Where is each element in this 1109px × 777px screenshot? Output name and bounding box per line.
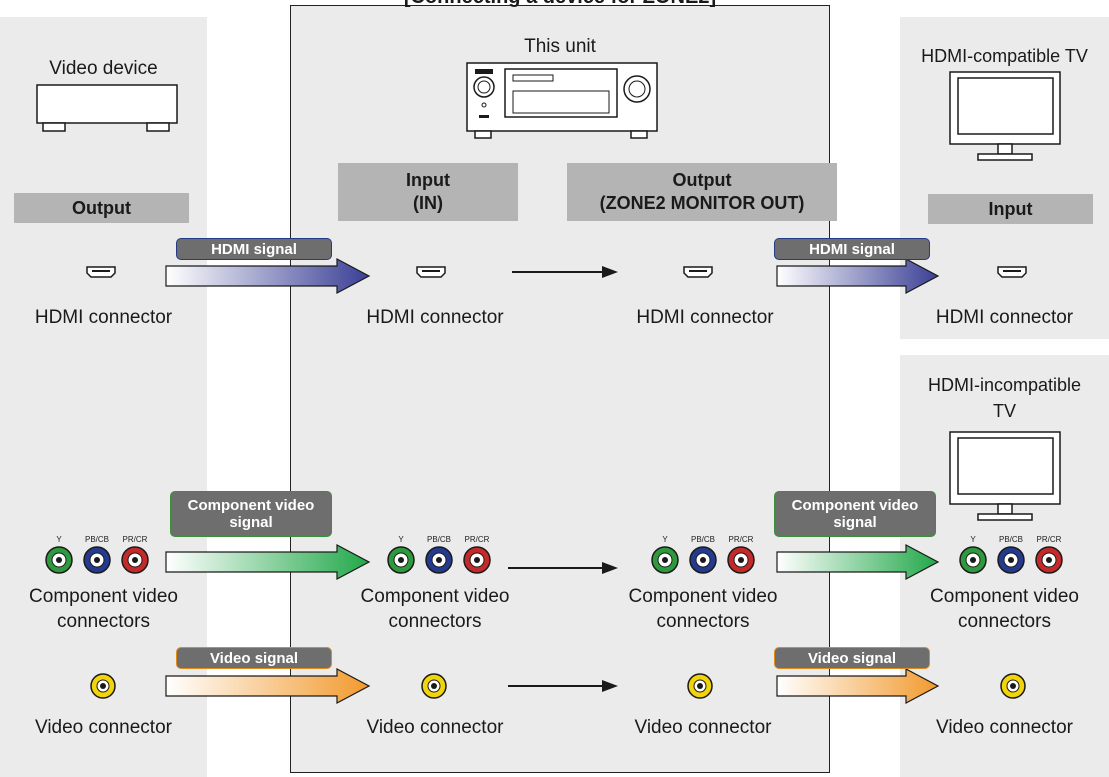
video-jack-tv (1000, 673, 1026, 699)
component-signal-arrow-in (165, 544, 371, 580)
y-label-source: Y (56, 535, 62, 544)
y-label-tv: Y (970, 535, 976, 544)
hdmi-port-icon-unit-out (683, 266, 713, 278)
unit-input-header-line2: (IN) (413, 193, 443, 213)
hdmi-port-icon-tv (997, 266, 1027, 278)
av-receiver-icon (466, 62, 658, 139)
component-jacks-unit-in (387, 546, 491, 574)
video-signal-tag-out: Video signal (774, 647, 930, 669)
pb-label-unit-in: PB/CB (426, 535, 451, 544)
component-label-source-line2: connectors (57, 611, 150, 632)
component-label-source-line1: Component video (29, 586, 178, 607)
hdmi-signal-arrow-out (776, 258, 940, 294)
tv-nonhdmi-icon (949, 431, 1061, 521)
component-jacks-unit-out (651, 546, 755, 574)
component-signal-tag-out-line2: signal (833, 514, 877, 531)
internal-arrow-hdmi (512, 266, 618, 278)
unit-output-header-line2: (ZONE2 MONITOR OUT) (599, 193, 805, 213)
video-connector-label-unit-out: Video connector (634, 717, 772, 738)
component-jacks-tv (959, 546, 1063, 574)
video-jack-unit-out (687, 673, 713, 699)
component-label-unit-out-line2: connectors (656, 611, 750, 632)
pr-label-unit-in: PR/CR (464, 535, 490, 544)
y-label-unit-out: Y (662, 535, 668, 544)
pr-label-source: PR/CR (122, 535, 148, 544)
component-signal-arrow-out (776, 544, 940, 580)
video-device-label: Video device (49, 58, 158, 79)
component-signal-tag-in: Component video signal (170, 491, 332, 537)
hdmi-signal-tag-in-text: HDMI signal (211, 240, 297, 258)
tv-input-header: Input (928, 194, 1093, 224)
hdmi-port-icon-unit-in (416, 266, 446, 278)
unit-label: This unit (524, 36, 596, 57)
unit-output-header: Output (ZONE2 MONITOR OUT) (567, 163, 837, 221)
source-panel (0, 17, 207, 777)
tv-hdmi-panel (900, 17, 1109, 339)
video-jack-source (90, 673, 116, 699)
component-label-unit-out-line1: Component video (628, 586, 778, 607)
tv-nonhdmi-label-line2: TV (992, 401, 1016, 421)
video-signal-arrow-in (165, 668, 371, 704)
component-label-unit-in-line1: Component video (360, 586, 510, 607)
pb-label-unit-out: PB/CB (690, 535, 715, 544)
tv-input-header-text: Input (988, 198, 1033, 219)
pr-label-tv: PR/CR (1036, 535, 1062, 544)
tv-hdmi-label: HDMI-compatible TV (921, 46, 1088, 66)
hdmi-connector-label-unit-out: HDMI connector (636, 307, 774, 328)
hdmi-signal-arrow-in (165, 258, 371, 294)
unit-input-header: Input (IN) (338, 163, 518, 221)
hdmi-signal-tag-out-text: HDMI signal (809, 240, 895, 258)
video-signal-tag-in-text: Video signal (209, 649, 299, 667)
video-jack-unit-in (421, 673, 447, 699)
video-signal-arrow-out (776, 668, 940, 704)
internal-arrow-component (508, 562, 618, 574)
hdmi-signal-tag-out: HDMI signal (774, 238, 930, 260)
component-signal-tag-out-line1: Component video (791, 497, 919, 514)
pr-label-unit-out: PR/CR (728, 535, 754, 544)
component-signal-tag-in-line2: signal (229, 514, 273, 531)
pb-label-source: PB/CB (84, 535, 109, 544)
video-device-icon (36, 84, 178, 132)
hdmi-signal-tag-in: HDMI signal (176, 238, 332, 260)
hdmi-port-icon-source (86, 266, 116, 278)
hdmi-connector-label-unit-in: HDMI connector (366, 307, 504, 328)
unit-input-header-line1: Input (406, 170, 450, 190)
tv-nonhdmi-label-line1: HDMI-incompatible (927, 375, 1082, 395)
internal-arrow-video (508, 680, 618, 692)
component-label-unit-in-line2: connectors (388, 611, 482, 632)
component-signal-tag-in-line1: Component video (187, 497, 315, 514)
tv-hdmi-icon (949, 71, 1061, 161)
component-signal-tag-out: Component video signal (774, 491, 936, 537)
video-connector-label-unit-in: Video connector (366, 717, 504, 738)
y-label-unit-in: Y (398, 535, 404, 544)
unit-output-header-line1: Output (672, 170, 732, 190)
video-connector-label-tv: Video connector (936, 717, 1073, 738)
hdmi-connector-label-source: HDMI connector (34, 307, 173, 328)
diagram-title: [Connecting a device for ZONE2] (290, 0, 830, 9)
component-jacks-source (45, 546, 149, 574)
unit-panel (290, 5, 830, 773)
component-label-tv-line2: connectors (958, 611, 1051, 632)
source-output-header: Output (14, 193, 189, 223)
hdmi-connector-label-tv: HDMI connector (935, 307, 1074, 328)
video-signal-tag-in: Video signal (176, 647, 332, 669)
source-output-header-text: Output (72, 197, 131, 218)
video-signal-tag-out-text: Video signal (807, 649, 897, 667)
component-label-tv-line1: Component video (930, 586, 1079, 607)
video-connector-label-source: Video connector (35, 717, 172, 738)
pb-label-tv: PB/CB (998, 535, 1023, 544)
